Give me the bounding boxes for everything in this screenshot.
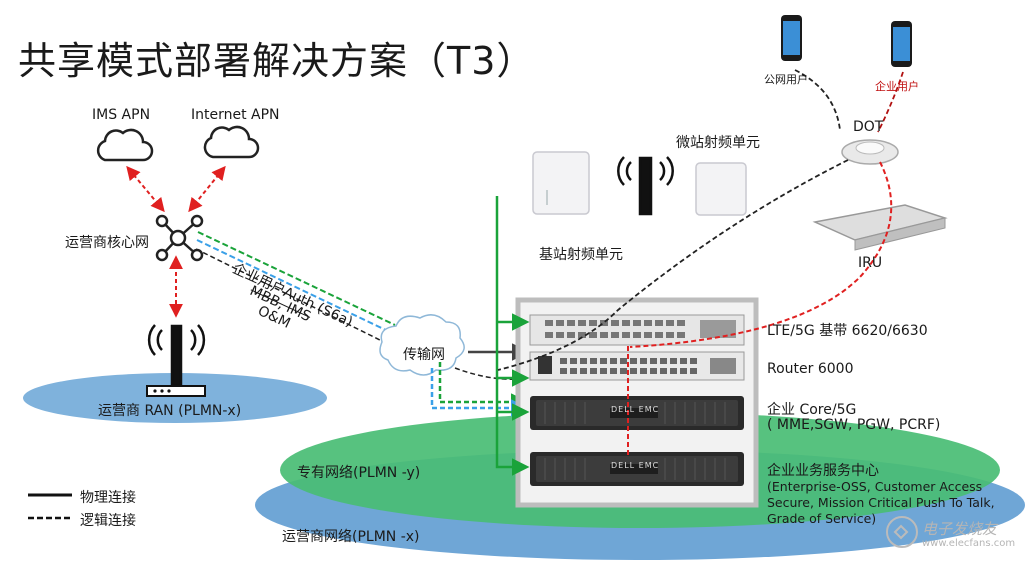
iru-device-icon bbox=[812, 204, 948, 251]
operator-network-label: 运营商网络(PLMN -x) bbox=[282, 529, 420, 545]
private-network-label: 专有网络(PLMN -y) bbox=[297, 465, 421, 481]
enterprise-user-phone-icon bbox=[891, 21, 912, 67]
core-network-icon bbox=[155, 214, 204, 262]
ims-apn-cloud-icon bbox=[96, 128, 154, 162]
rack-service-sub-label: (Enterprise-OSS, Customer Access Secure,… bbox=[767, 479, 995, 526]
micro-rf-label: 微站射频单元 bbox=[676, 135, 760, 151]
rack-service-label: 企业业务服务中心 bbox=[767, 463, 879, 479]
antenna-icon bbox=[617, 156, 674, 216]
operator-ran-label: 运营商 RAN (PLMN-x) bbox=[98, 403, 242, 419]
watermark-logo-icon bbox=[886, 516, 918, 548]
core-internet-link bbox=[188, 165, 226, 213]
router-6000-unit bbox=[529, 351, 745, 381]
rack-baseband-label: LTE/5G 基带 6620/6630 bbox=[767, 323, 928, 339]
page-title: 共享模式部署解决方案（T3） bbox=[18, 39, 536, 83]
watermark-url: www.elecfans.com bbox=[922, 538, 1016, 549]
operator-ran-ellipse bbox=[23, 373, 327, 423]
enterprise-core-server bbox=[530, 396, 744, 430]
internet-apn-label: Internet APN bbox=[191, 107, 280, 123]
enterprise-user-label: 企业用户 bbox=[875, 80, 919, 93]
legend-physical-label: 物理连接 bbox=[80, 490, 136, 506]
ims-apn-label: IMS APN bbox=[92, 107, 151, 123]
router-box-icon bbox=[146, 385, 206, 397]
watermark-cn: 电子发烧友 bbox=[922, 520, 998, 538]
micro-rf-icon bbox=[695, 162, 747, 216]
public-user-label: 公网用户 bbox=[764, 73, 808, 86]
server-brand-1: DELL EMC bbox=[611, 405, 660, 414]
server-brand-2: DELL EMC bbox=[611, 461, 660, 470]
green-physical-link bbox=[495, 196, 530, 476]
legend-logical-label: 逻辑连接 bbox=[80, 513, 136, 529]
core-network-label: 运营商核心网 bbox=[65, 235, 149, 251]
rack-core-label: 企业 Core/5G bbox=[767, 402, 857, 418]
transport-network-label: 传输网 bbox=[403, 347, 445, 363]
base-station-rf-icon bbox=[532, 151, 590, 215]
dot-device-icon bbox=[841, 139, 899, 165]
transport-network-cloud-icon bbox=[379, 314, 465, 376]
rack-router-label: Router 6000 bbox=[767, 361, 854, 377]
base-station-rf-label: 基站射频单元 bbox=[539, 247, 623, 263]
public-user-phone-icon bbox=[781, 15, 802, 61]
internet-apn-cloud-icon bbox=[203, 125, 260, 159]
enterprise-service-server bbox=[530, 452, 744, 486]
core-ims-link bbox=[126, 165, 165, 213]
baseband-unit bbox=[529, 314, 745, 346]
dot-label: DOT bbox=[853, 119, 884, 135]
rack-core-sub-label: ( MME,SGW, PGW, PCRF) bbox=[767, 417, 941, 433]
iru-label: IRU bbox=[858, 255, 883, 271]
